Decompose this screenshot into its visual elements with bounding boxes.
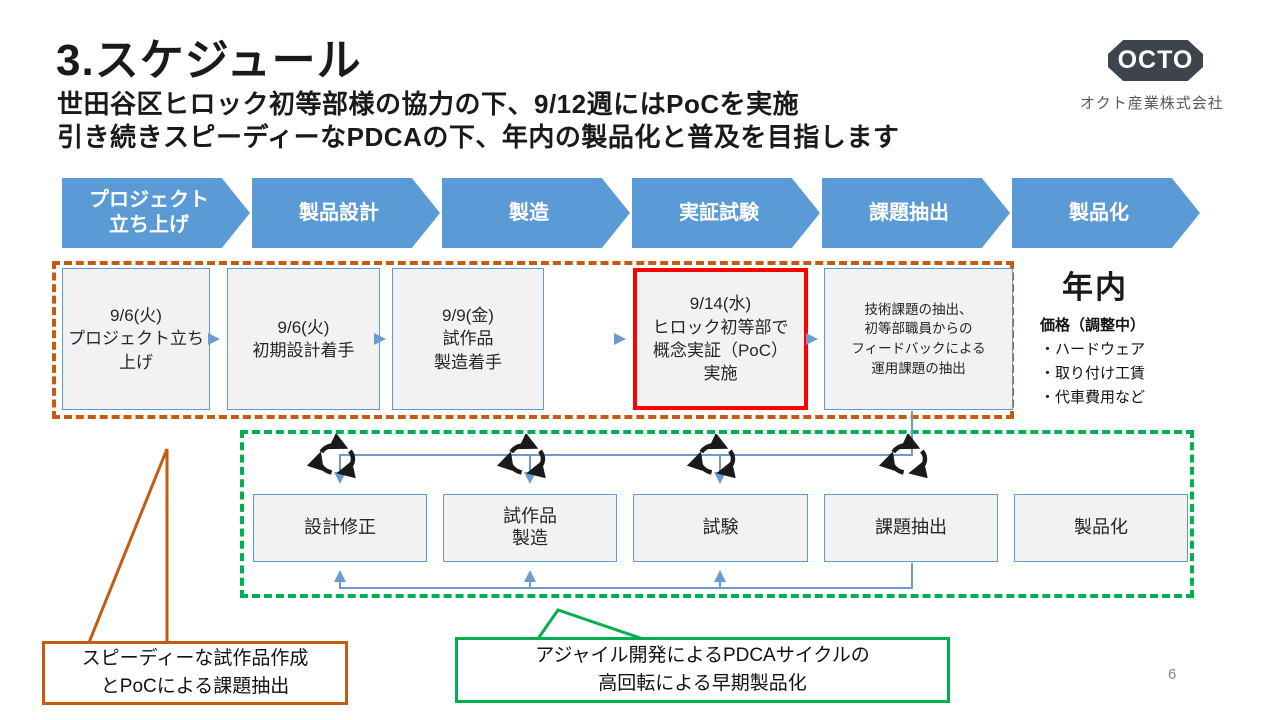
chevron-label: 立ち上げ — [109, 214, 189, 236]
price-note: 価格（調整中） ・ハードウェア ・取り付け工賃 ・代車費用など — [1040, 314, 1145, 410]
task-box-prototype-build: 9/9(金) 試作品 製造着手 — [392, 268, 544, 410]
company-name: オクト産業株式会社 — [1080, 95, 1224, 112]
task-line: 9/14(水) — [689, 294, 752, 314]
chevron-label: プロジェクト — [89, 189, 209, 211]
cycle-line: 課題抽出 — [875, 517, 947, 538]
task-line: 製造着手 — [434, 352, 502, 372]
price-item: ・取り付け工賃 — [1040, 365, 1146, 382]
task-line: 9/6(火) — [277, 317, 330, 337]
subtitle-line-1: 世田谷区ヒロック初等部様の協力の下、9/12週にはPoCを実施 — [57, 89, 800, 119]
logo-mark: OCTO — [1117, 46, 1194, 74]
price-item: ・代車費用など — [1040, 389, 1146, 406]
chevron-label: 製造 — [509, 201, 549, 224]
page-number: 6 — [1168, 666, 1177, 683]
cycle-arrows-icon — [878, 434, 928, 479]
callout-agile-pdca: アジャイル開発によるPDCAサイクルの 高回転による早期製品化 — [455, 637, 950, 703]
octo-logo-icon: OCTO — [1108, 40, 1203, 81]
cycle-arrows-icon — [496, 434, 546, 479]
chevron-label: 課題抽出 — [869, 201, 949, 224]
task-box-initial-design: 9/6(火) 初期設計着手 — [227, 268, 380, 410]
task-line: 初期設計着手 — [252, 341, 355, 360]
callout-line: スピーディーな試作品作成 — [81, 648, 309, 670]
cycle-box-design-fix: 設計修正 — [253, 494, 427, 562]
cycle-line: 試作品 — [503, 506, 557, 527]
callout-line: アジャイル開発によるPDCAサイクルの — [535, 645, 870, 667]
chevron-product-design: 製品設計 — [252, 178, 440, 248]
task-line: 9/9(金) — [442, 305, 494, 325]
task-line: プロジェクト立ち上げ — [68, 329, 204, 372]
task-line: 9/6(火) — [110, 305, 162, 325]
subtitle-line-2: 引き続きスピーディーなPDCAの下、年内の製品化と普及を目指します — [57, 122, 900, 152]
task-line: フィードバックによる — [851, 341, 986, 356]
price-title: 価格（調整中） — [1040, 317, 1146, 334]
task-line: 技術課題の抽出、 — [864, 301, 973, 317]
callout-speedy-prototyping: スピーディーな試作品作成 とPoCによる課題抽出 — [42, 641, 348, 705]
task-line: 実施 — [703, 364, 738, 384]
chevron-poc-test: 実証試験 — [632, 178, 820, 248]
task-box-project-launch: 9/6(火) プロジェクト立ち上げ — [62, 268, 210, 410]
task-line: 運用課題の抽出 — [871, 360, 966, 376]
cycle-box-productization: 製品化 — [1014, 494, 1188, 562]
speedy-callout-tail — [86, 448, 169, 646]
chevron-label: 製品設計 — [299, 201, 379, 224]
task-line: 初等部職員からの — [864, 321, 973, 337]
cycle-line: 設計修正 — [304, 517, 376, 538]
cycle-arrows-icon — [686, 434, 736, 479]
deadline-label: 年内 — [1062, 270, 1128, 305]
task-box-poc-highlighted: 9/14(水) ヒロック初等部で 概念実証（PoC） 実施 — [633, 268, 808, 410]
chevron-project-launch: プロジェクト 立ち上げ — [62, 178, 250, 248]
chevron-issue-extraction: 課題抽出 — [822, 178, 1010, 248]
callout-line: とPoCによる課題抽出 — [100, 676, 290, 697]
cycle-line: 製造 — [512, 528, 548, 548]
cycle-arrows-icon — [306, 434, 356, 479]
price-item: ・ハードウェア — [1040, 341, 1146, 358]
cycle-line: 試験 — [702, 517, 739, 538]
cycle-line: 製品化 — [1074, 517, 1128, 538]
cycle-box-prototype-build: 試作品 製造 — [443, 494, 617, 562]
task-line: 試作品 — [442, 329, 494, 349]
callout-line: 高回転による早期製品化 — [598, 673, 807, 694]
chevron-label: 製品化 — [1069, 201, 1129, 224]
task-line: 概念実証（PoC） — [652, 341, 789, 360]
chevron-productization: 製品化 — [1012, 178, 1200, 248]
task-box-feedback-issues: 技術課題の抽出、 初等部職員からの フィードバックによる 運用課題の抽出 — [824, 268, 1013, 410]
task-line: ヒロック初等部で — [652, 317, 789, 337]
chevron-label: 実証試験 — [679, 201, 759, 224]
page-title: 3.スケジュール — [56, 36, 362, 85]
cycle-box-issue-extraction: 課題抽出 — [824, 494, 998, 562]
cycle-box-test: 試験 — [633, 494, 808, 562]
chevron-manufacturing: 製造 — [442, 178, 630, 248]
